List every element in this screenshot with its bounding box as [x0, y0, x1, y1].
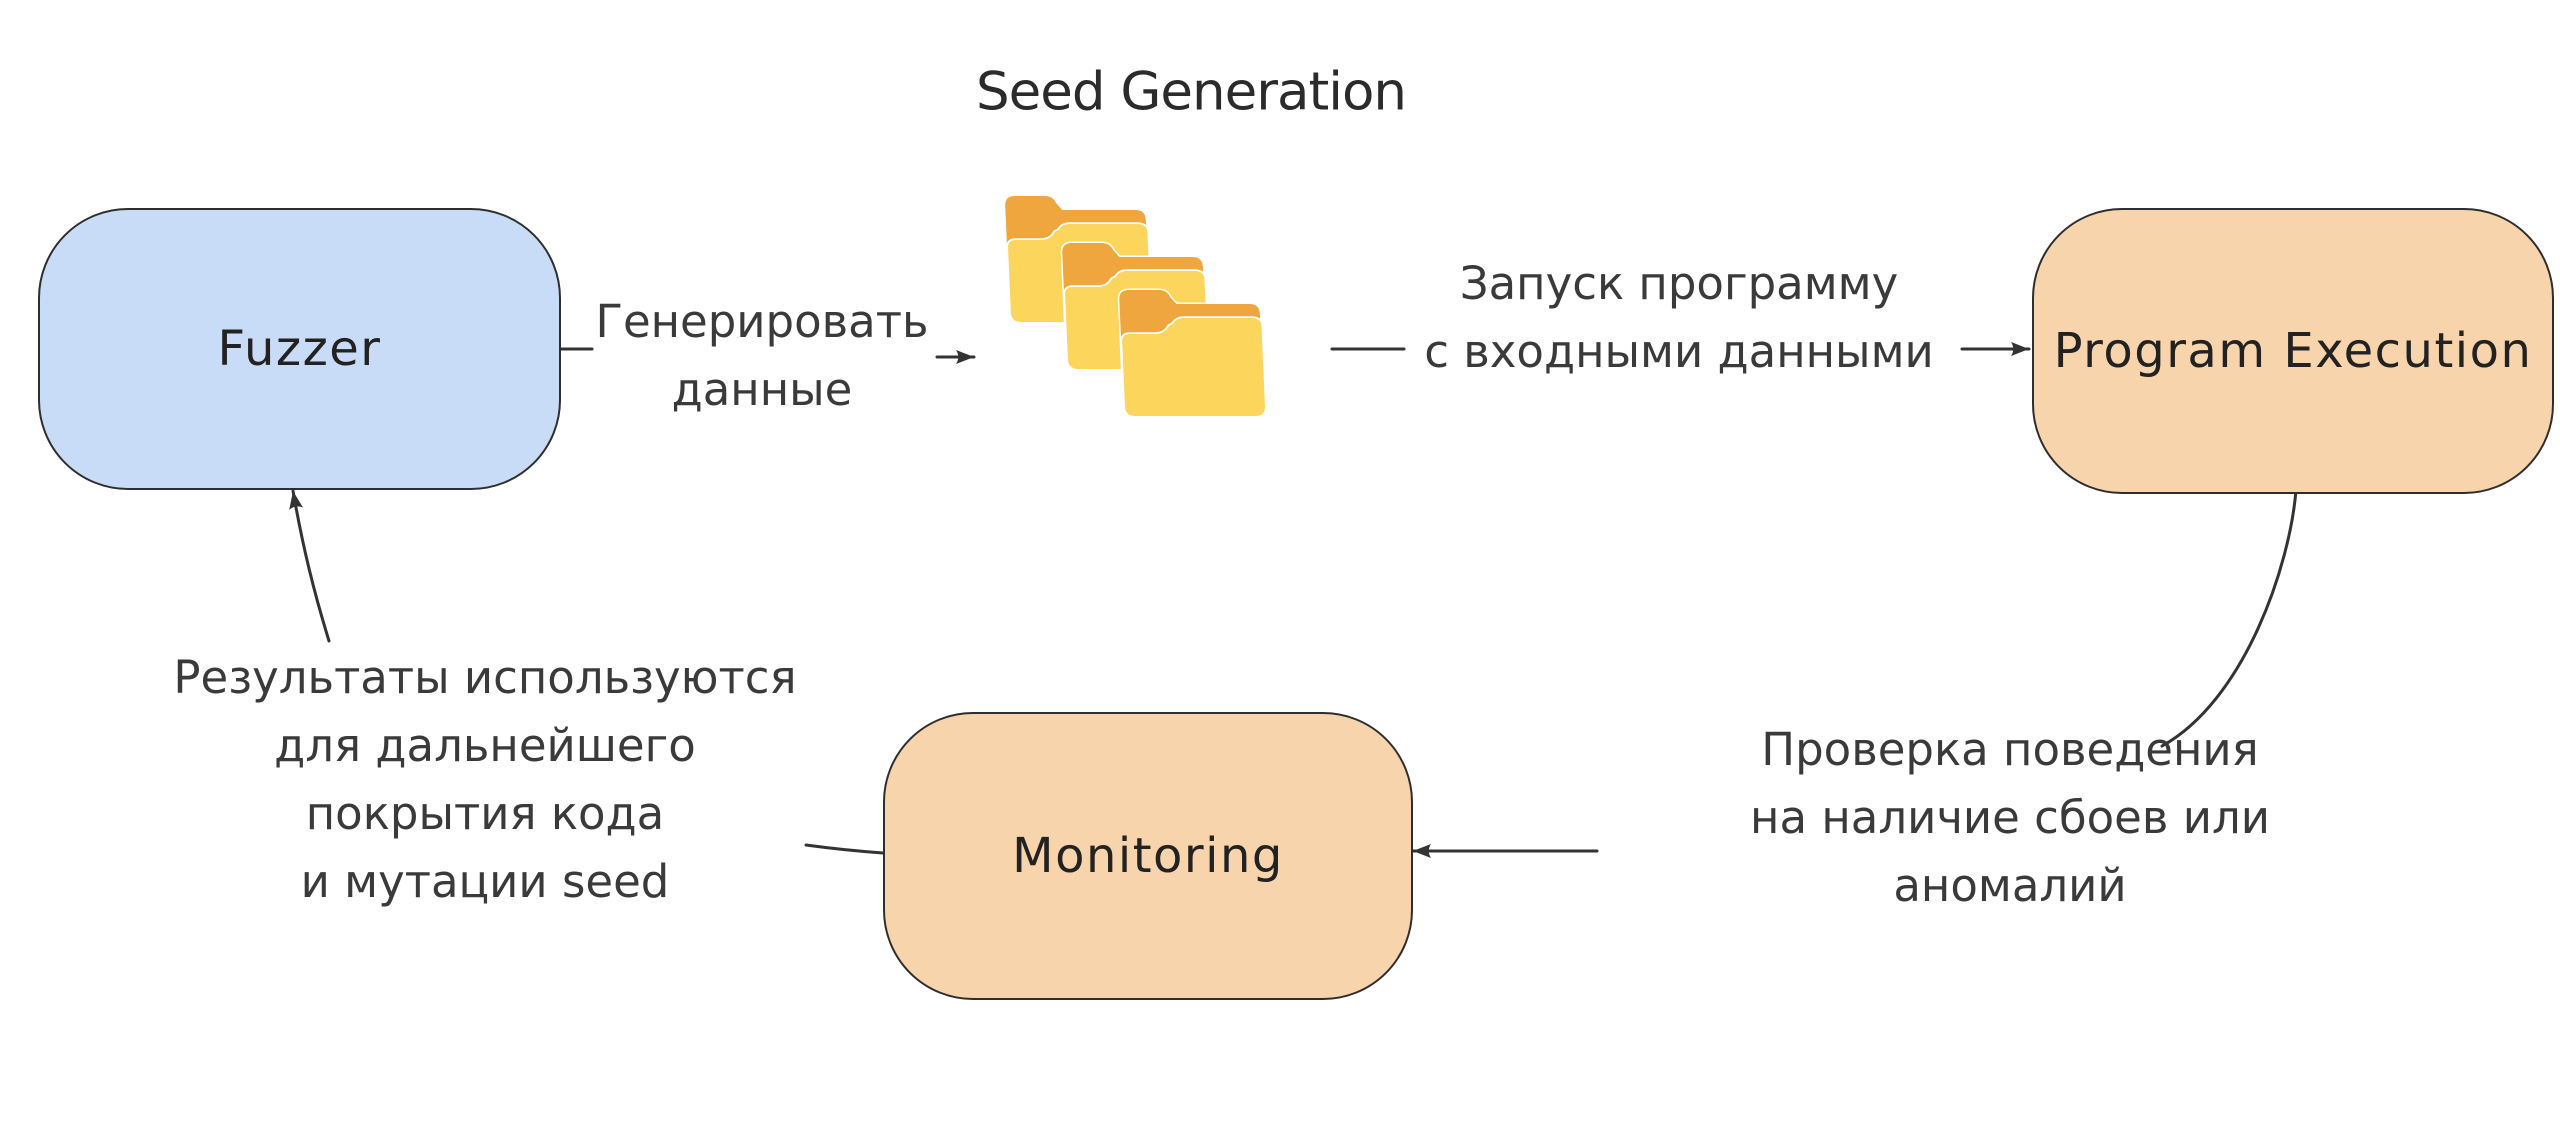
edge-label-run-program: Запуск программу с входными данными [1424, 257, 1934, 378]
node-fuzzer: Fuzzer [38, 208, 561, 490]
edge-program-execution-down-curve [2160, 488, 2298, 748]
seed-folders-icon [1003, 194, 1267, 418]
edge-monitoring-to-results-label [804, 843, 885, 855]
node-monitoring: Monitoring [883, 712, 1413, 1000]
node-program-execution: Program Execution [2032, 208, 2554, 494]
diagram-title: Seed Generation [975, 61, 1407, 123]
node-monitoring-label: Monitoring [1012, 828, 1284, 884]
edge-label-generate-data: Генерировать данные [595, 295, 929, 416]
folder-icon [1117, 288, 1267, 418]
edge-results-label-to-fuzzer-arrow [289, 489, 331, 643]
node-fuzzer-label: Fuzzer [217, 321, 382, 377]
edge-label-check-behavior: Проверка поведения на наличие сбоев или … [1750, 723, 2270, 912]
node-program-execution-label: Program Execution [2053, 323, 2533, 379]
edge-label-results-feedback: Результаты используются для дальнейшего … [173, 651, 797, 908]
